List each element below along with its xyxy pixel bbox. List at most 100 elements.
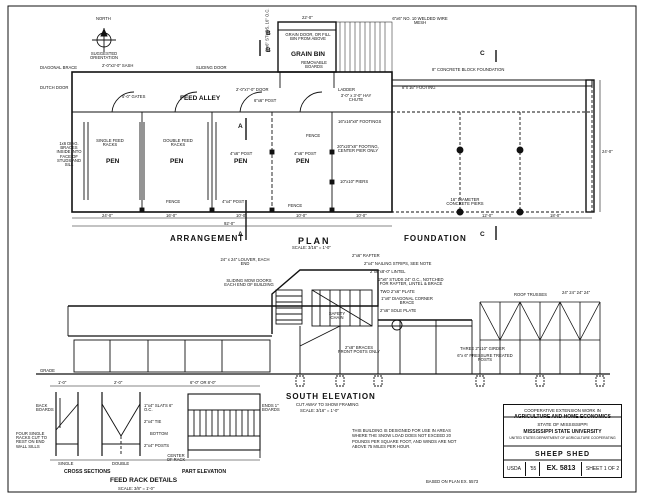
dim-3: 10'-0" [236,213,247,218]
south-elevation [36,269,610,387]
pen-1-label: PEN [106,158,120,165]
gates-label: 5'-0" GATES [122,94,146,99]
elevation-subtitle: CUT AWAY TO SHOW FRAMING [296,402,359,407]
pen-3-label: PEN [234,158,248,165]
tb-dept: AGRICULTURE AND HOME ECONOMICS [514,414,611,420]
block-foundation-label: 8" CONCRETE BLOCK FOUNDATION [432,67,505,72]
front-posts-label: 2"x8" BRACES FRONT POSTS ONLY [338,345,380,355]
bottom-label: BOTTOM [150,431,168,436]
footing-20-label: 20"x20"x8" FOOTING, CENTER PIER ONLY [337,144,379,154]
north-label: NORTH [96,16,111,21]
ladder-label: LADDER [338,87,355,92]
grain-bin-label: GRAIN BIN [291,51,325,58]
design-note: THIS BUILDING IS DESIGNED FOR USE IN ARE… [352,428,457,450]
roof-trusses [479,301,601,374]
dim-rack-1: 1'-0" [58,380,67,385]
dim-total: 92'-0" [224,221,235,226]
sash-label: 2'-0"x3'-0" SASH [102,63,134,68]
dim-depth: 24'-0" [602,149,613,154]
sliding-door-label: SLIDING DOOR [196,65,227,70]
girder-label: THREE 2"x10" GIRDER [460,346,505,351]
tb-header: COOPERATIVE EXTENSION WORK IN [524,408,601,413]
post-6x6-label: 6"x6" POST [254,98,277,103]
footing-label: 8"x 16" FOOTING [402,85,436,90]
lintel-label: 2"x6"x8'-0" LINTEL [370,269,406,274]
pressure-posts-label: 6"x 6" PRESSURE TREATED POSTS [457,353,513,363]
title-block: COOPERATIVE EXTENSION WORK IN AGRICULTUR… [503,404,622,478]
post-4x6-label: 4"x6" POST [230,151,253,156]
fence-label-top: FENCE [306,133,321,138]
elevation-scale: SCALE: 3/16" = 1'-0" [300,408,339,413]
truss-dims-label: 24" 24" 24" 24" [562,290,591,295]
single-label: SINGLE [58,461,74,466]
dim-2: 16'-0" [166,213,177,218]
sole-plate-label: 2"x6" SOLE PLATE [380,308,417,313]
tb-cooperating: UNITED STATES DEPARTMENT OF AGRICULTURE … [509,436,616,440]
section-a-bottom: A [238,231,243,238]
nailing-strips-label: 2"x4" NAILING STRIPS, SEE NOTE [364,261,432,266]
cross-sections-label: CROSS SECTIONS [64,469,111,475]
feed-rack-scale: SCALE: 3/8" = 1'-0" [118,486,155,491]
door-label: 2'-0"x7'-0" DOOR [236,87,269,92]
dim-6: 12'-0" [482,213,493,218]
back-boards-label: BACK BOARDS [36,403,54,413]
removable-boards-label: REMOVABLE BOARDS [301,60,327,70]
floor-plan [71,21,601,240]
feed-rack-title: FEED RACK DETAILS [110,477,178,484]
wire-mesh-label: 6"x6" NO. 10 WELDED WIRE MESH [392,16,448,26]
section-b-top: B [266,30,271,37]
dim-5: 10'-0" [356,213,367,218]
pen-4-label: PEN [296,158,310,165]
footings-16-label: 16"x16"x8" FOOTINGS [338,119,382,124]
diag-braces-label: 1x6 DIAG. BRACES INSIDE INTO FACE OF STU… [56,141,82,168]
grade-label: GRADE [40,368,55,373]
concrete-piers-label: 16" DIAMETER CONCRETE PIERS [446,197,484,207]
title-block-footer: USDA '55 EX. 5813 SHEET 1 OF 2 [503,462,622,476]
section-c-top: C [480,50,485,57]
plan-scale: SCALE: 3/16" = 1'-0" [292,245,331,250]
pen-2-label: PEN [170,158,184,165]
roof-trusses-label: ROOF TRUSSES [514,292,547,297]
dutch-door-label: DUTCH DOOR [40,85,69,90]
diagonal-corner-label: 1"x6" DIAGONAL CORNER BRACE [381,296,433,306]
feed-alley-label: FEED ALLEY [180,95,221,102]
dim-rack-2: 2'-0" [114,380,123,385]
tie-label: 2"x4" TIE [144,419,162,424]
dim-bin: 22'-0" [302,15,313,20]
elevation-title: SOUTH ELEVATION [286,392,376,401]
section-b-bottom: B [266,47,271,54]
piers-label: 10"x10" PIERS [340,179,369,184]
rafter-label: 2"x6" RAFTER [352,253,380,258]
double-label: DOUBLE [112,461,130,466]
feed-rack-details [50,385,261,461]
tb-project: SHEEP SHED [535,451,590,458]
plan-title: PLAN [298,236,331,246]
tb-university: MISSISSIPPI STATE UNIVERSITY [523,429,602,435]
hay-chute-label: 3'-0" x 3'-0" HAY CHUTE [340,93,372,103]
dim-4: 10'-0" [296,213,307,218]
center-rack-label: CENTER OF RACK [166,453,186,463]
tb-ex-no: EX. 5813 [539,462,582,476]
post-4x4-label: 4"x4" POST [222,199,245,204]
tb-state: STATE OF MISSISSIPPI [537,422,588,427]
based-on-label: BASED ON PLAN EX. 5573 [426,479,479,484]
section-c-bottom: C [480,231,485,238]
fence-label-2: FENCE [288,203,303,208]
fence-label: FENCE [166,199,181,204]
ends-label: ENDS 1" BOARDS [262,403,280,413]
slats-label: 1"x4" SLATS 6" O.C. [144,403,173,413]
sliding-doors-label: SLIDING MOW DOORS EACH END OF BUILDING [224,278,274,288]
diagonal-brace-label: DIAGONAL BRACE [40,65,78,70]
part-elevation-label: PART ELEVATION [182,469,227,475]
post-4x6-label-2: 4"x6" POST [294,151,317,156]
arrangement-title: ARRANGEMENT [170,234,245,243]
studs-24-label: 2"x6" STUDS 24" O.C., NOTCHED FOR RAFTER… [378,277,444,287]
single-feed-racks-label: SINGLE FEED RACKS [96,138,124,148]
foundation-title: FOUNDATION [404,234,467,243]
dim-1: 24'-0" [102,213,113,218]
tb-sheet: SHEET 1 OF 2 [581,462,623,476]
grain-door-label: GRAIN DOOR, OR FILL BIN FROM ABOVE [285,32,331,42]
section-a-top: A [238,123,243,130]
safety-chain-label: SAFETY CHAIN [328,311,346,321]
